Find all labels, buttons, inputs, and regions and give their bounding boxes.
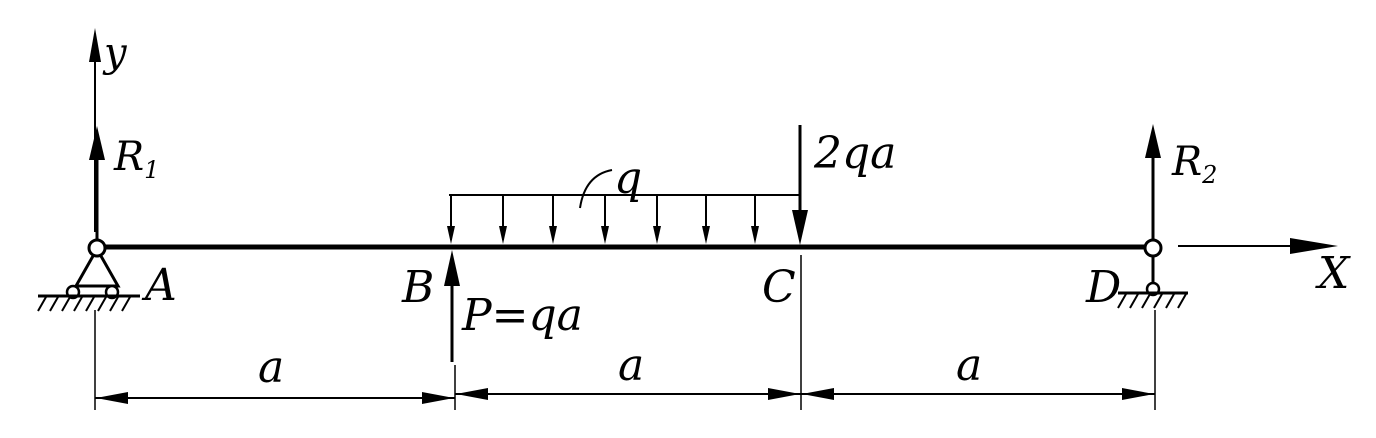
dimension-line-bc	[455, 388, 801, 400]
dimension-label-ab: a	[258, 342, 284, 393]
distributed-load	[447, 169, 800, 244]
distributed-load-label: q	[614, 153, 642, 204]
load-arrow-2qa	[792, 125, 808, 245]
y-axis-label: y	[102, 30, 128, 76]
dimension-line-ab	[95, 392, 455, 404]
dimension-label-bc: a	[618, 340, 644, 391]
load-label-2qa: 2qa	[813, 128, 896, 179]
load-label-p: P=qa	[461, 290, 583, 341]
point-label-c: C	[762, 262, 796, 313]
reaction-arrow-r2	[1145, 124, 1161, 240]
dimension-label-cd: a	[956, 340, 982, 391]
point-label-a: A	[141, 260, 177, 311]
point-label-b: B	[401, 262, 434, 313]
load-arrow-p	[444, 250, 460, 362]
x-axis	[1178, 238, 1338, 254]
pinned-support-a	[37, 238, 140, 312]
reaction-arrow-r1	[89, 126, 105, 240]
reaction-label-r2: R2	[1171, 139, 1217, 189]
y-axis	[89, 28, 101, 232]
x-axis-label: X	[1315, 248, 1351, 299]
dimension-line-cd	[801, 388, 1155, 400]
point-label-d: D	[1085, 262, 1121, 313]
roller-support-d	[1117, 238, 1188, 309]
reaction-label-r1: R1	[113, 134, 159, 184]
